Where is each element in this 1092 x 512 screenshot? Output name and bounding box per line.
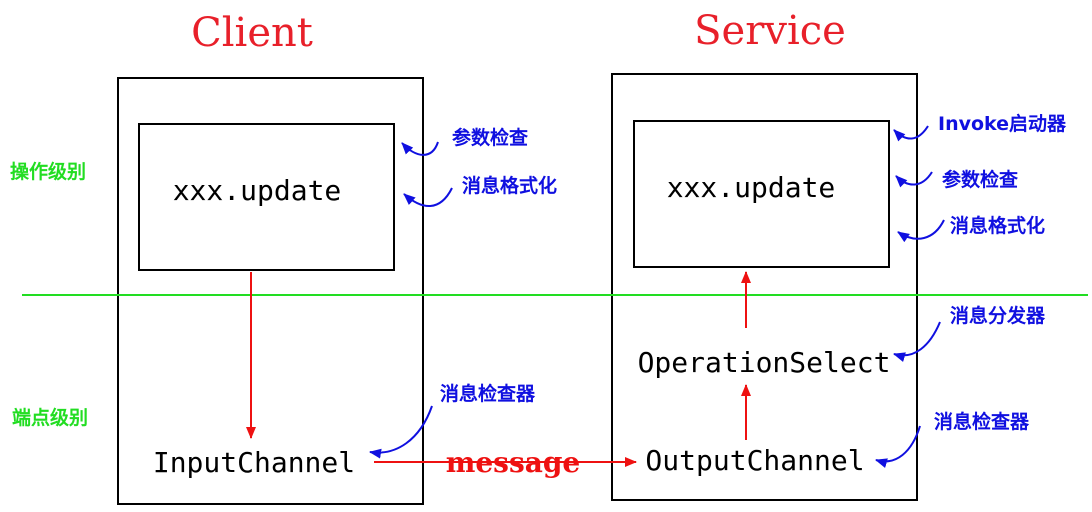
client-channel-label: InputChannel [153,446,355,479]
service-dispatcher-label: 消息分发器 [950,304,1046,327]
service-channel-label: OutputChannel [645,444,864,477]
service-method-label: xxx.update [667,171,836,204]
operation-level-label: 操作级别 [10,160,86,183]
service-box [611,73,918,501]
client-box [117,77,424,505]
client-msg-format-pointer [403,187,453,207]
endpoint-level-label: 端点级别 [12,406,88,429]
client-msg-format-label: 消息格式化 [462,174,557,197]
service-param-check-label: 参数检查 [942,168,1019,191]
service-msg-inspector-label: 消息检查器 [934,410,1030,433]
service-msg-inspector-pointer [875,425,921,468]
message-label: message [446,446,581,479]
service-invoker-label: Invoke启动器 [938,112,1067,135]
service-title: Service [694,8,846,54]
service-msg-format-label: 消息格式化 [950,214,1045,237]
client-title: Client [191,10,313,56]
service-dispatcher-pointer [893,321,941,362]
service-param-check-pointer [895,171,933,188]
service-method-box [633,120,890,268]
service-select-label: OperationSelect [638,346,891,379]
client-msg-inspector-label: 消息检查器 [440,382,536,405]
client-param-check-pointer [401,141,439,156]
client-msg-inspector-pointer [369,405,433,459]
client-method-box [138,123,395,271]
service-msg-format-pointer [897,219,945,243]
service-invoker-pointer [893,125,929,142]
client-method-label: xxx.update [173,174,342,207]
client-param-check-label: 参数检查 [452,126,529,149]
